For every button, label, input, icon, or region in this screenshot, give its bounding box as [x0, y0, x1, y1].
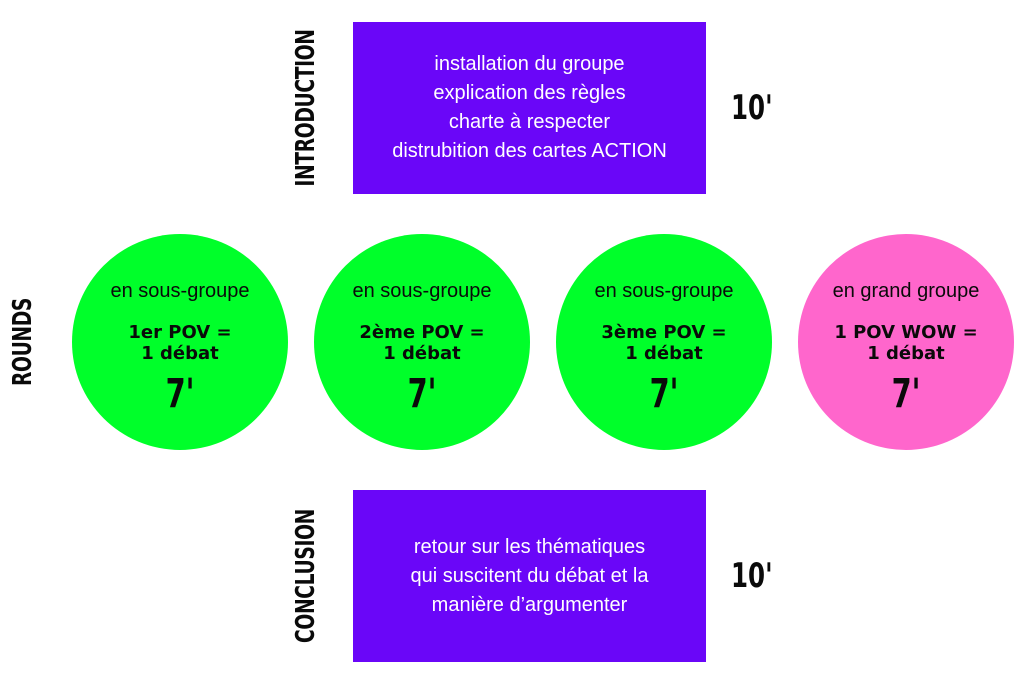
rounds-label: ROUNDS	[8, 297, 38, 387]
round-pov-line: 1 débat	[141, 343, 219, 364]
conclusion-box: retour sur les thématiques qui suscitent…	[353, 490, 706, 662]
round-circle-4: en grand groupe 1 POV WOW = 1 débat 7'	[798, 234, 1014, 450]
conclusion-line: retour sur les thématiques	[413, 535, 646, 558]
round-pov-line: 1er POV =	[128, 322, 232, 343]
round-subtitle: en sous-groupe	[352, 280, 492, 302]
introduction-label: INTRODUCTION	[291, 29, 321, 187]
conclusion-line: manière d’argumenter	[431, 593, 628, 616]
round-pov-line: 1 débat	[625, 343, 703, 364]
introduction-line: installation du groupe	[434, 53, 625, 75]
conclusion-line: qui suscitent du débat et la	[410, 564, 649, 587]
round-pov: 3ème POV = 1 débat	[556, 322, 772, 364]
round-subtitle: en grand groupe	[832, 280, 980, 302]
round-time: 7'	[314, 374, 530, 414]
round-time: 7'	[798, 374, 1014, 414]
conclusion-label: CONCLUSION	[291, 509, 321, 643]
round-pov-line: 1 POV WOW =	[834, 322, 978, 343]
round-pov: 1er POV = 1 débat	[72, 322, 288, 364]
round-time: 7'	[556, 374, 772, 414]
round-pov: 2ème POV = 1 débat	[314, 322, 530, 364]
introduction-line: distrubition des cartes ACTION	[392, 140, 667, 162]
round-pov-line: 2ème POV =	[359, 322, 485, 343]
round-time-value: 7'	[649, 371, 679, 417]
round-pov: 1 POV WOW = 1 débat	[798, 322, 1014, 364]
round-time-value: 7'	[165, 371, 195, 417]
round-pov-line: 1 débat	[383, 343, 461, 364]
round-circle-3: en sous-groupe 3ème POV = 1 débat 7'	[556, 234, 772, 450]
introduction-duration: 10'	[731, 88, 773, 128]
round-subtitle: en sous-groupe	[594, 280, 734, 302]
introduction-line: explication des règles	[433, 82, 626, 104]
round-time-value: 7'	[891, 371, 921, 417]
introduction-line: charte à respecter	[448, 111, 611, 133]
round-circle-2: en sous-groupe 2ème POV = 1 débat 7'	[314, 234, 530, 450]
conclusion-duration: 10'	[731, 556, 773, 596]
introduction-box: installation du groupe explication des r…	[353, 22, 706, 194]
round-time: 7'	[72, 374, 288, 414]
round-pov-line: 1 débat	[867, 343, 945, 364]
round-circle-1: en sous-groupe 1er POV = 1 débat 7'	[72, 234, 288, 450]
round-subtitle: en sous-groupe	[110, 280, 250, 302]
round-time-value: 7'	[407, 371, 437, 417]
round-pov-line: 3ème POV =	[601, 322, 727, 343]
